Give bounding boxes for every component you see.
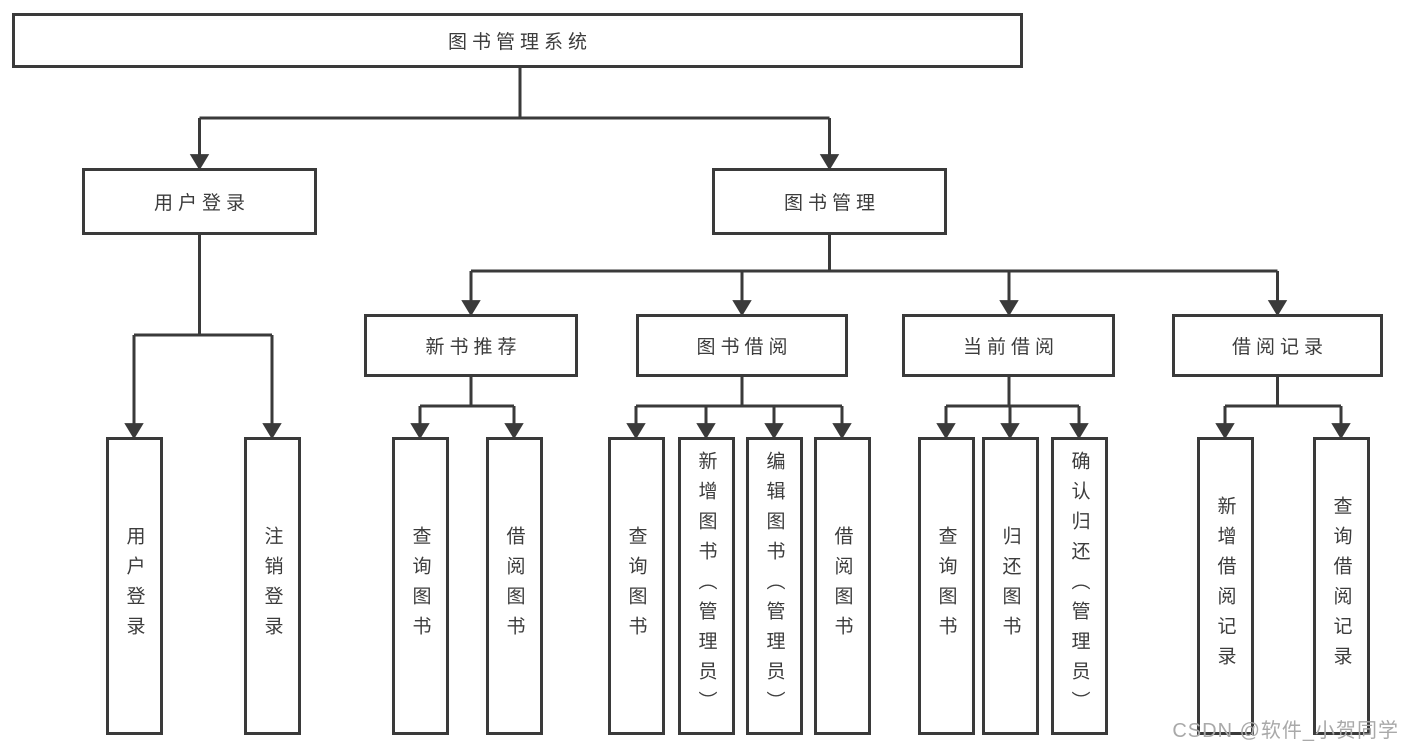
leaf-logout-label: 注销登录 <box>261 526 283 646</box>
leaf-borrow-books-recommend-label: 借阅图书 <box>503 526 525 646</box>
leaf-borrow-books-recommend: 借阅图书 <box>485 437 543 735</box>
leaf-confirm-return-admin-label: 确认归还（管理员） <box>1068 451 1090 721</box>
node-user-login-label: 用户登录 <box>153 193 250 214</box>
node-book-borrowing: 图书借阅 <box>636 314 848 377</box>
node-book-borrowing-label: 图书借阅 <box>696 337 793 358</box>
leaf-user-login-label: 用户登录 <box>123 526 145 646</box>
leaf-return-books: 归还图书 <box>981 437 1039 735</box>
node-current-borrowing: 当前借阅 <box>902 314 1115 377</box>
leaf-return-books-label: 归还图书 <box>999 526 1021 646</box>
leaf-add-books-admin: 新增图书（管理员） <box>677 437 735 735</box>
leaf-logout: 注销登录 <box>243 437 301 735</box>
leaf-edit-books-admin: 编辑图书（管理员） <box>745 437 803 735</box>
leaf-confirm-return-admin: 确认归还（管理员） <box>1050 437 1108 735</box>
leaf-borrow-books-borrowing-label: 借阅图书 <box>831 526 853 646</box>
node-root-label: 图书管理系统 <box>447 32 592 53</box>
node-root: 图书管理系统 <box>12 13 1023 68</box>
watermark: CSDN @软件_小贺同学 <box>1172 720 1399 742</box>
leaf-borrow-books-borrowing: 借阅图书 <box>813 437 871 735</box>
leaf-query-books-borrowing-label: 查询图书 <box>625 526 647 646</box>
leaf-query-books-recommend-label: 查询图书 <box>409 526 431 646</box>
node-book-management-label: 图书管理 <box>783 193 880 214</box>
leaf-edit-books-admin-label: 编辑图书（管理员） <box>763 451 785 721</box>
node-new-book-recommend-label: 新书推荐 <box>425 337 522 358</box>
leaf-query-borrow-record: 查询借阅记录 <box>1312 437 1370 735</box>
node-current-borrowing-label: 当前借阅 <box>962 337 1059 358</box>
leaf-query-borrow-record-label: 查询借阅记录 <box>1330 496 1352 676</box>
leaf-query-books-current-label: 查询图书 <box>935 526 957 646</box>
node-borrowing-records: 借阅记录 <box>1172 314 1383 377</box>
leaf-add-borrow-record: 新增借阅记录 <box>1196 437 1254 735</box>
node-new-book-recommend: 新书推荐 <box>364 314 578 377</box>
leaf-query-books-current: 查询图书 <box>917 437 975 735</box>
leaf-user-login: 用户登录 <box>105 437 163 735</box>
leaf-add-books-admin-label: 新增图书（管理员） <box>695 451 717 721</box>
leaf-add-borrow-record-label: 新增借阅记录 <box>1214 496 1236 676</box>
node-borrowing-records-label: 借阅记录 <box>1231 337 1328 358</box>
node-user-login: 用户登录 <box>82 168 317 235</box>
node-book-management: 图书管理 <box>712 168 947 235</box>
leaf-query-books-recommend: 查询图书 <box>391 437 449 735</box>
leaf-query-books-borrowing: 查询图书 <box>607 437 665 735</box>
